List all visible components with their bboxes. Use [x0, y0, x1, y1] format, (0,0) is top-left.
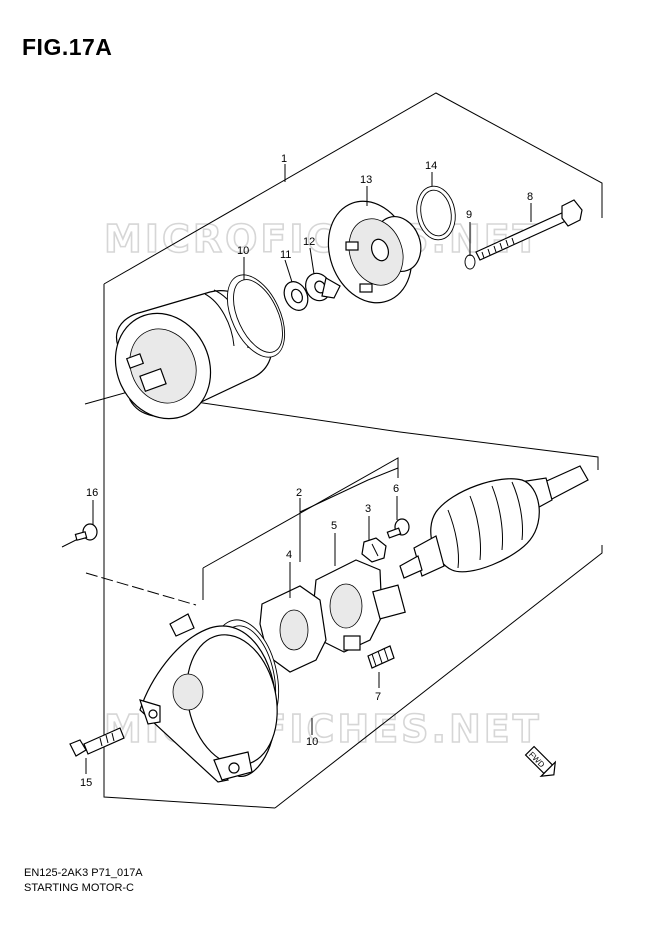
part-screw-terminal — [386, 518, 410, 539]
part-washer — [283, 281, 309, 311]
part-front-cover — [327, 200, 422, 304]
part-screw-small — [74, 523, 98, 541]
part-bolt-mounting — [69, 727, 125, 757]
label-part-9: 9 — [466, 209, 472, 221]
part-terminal-nut — [361, 537, 387, 563]
part-brush-plate — [259, 585, 327, 673]
label-part-14: 14 — [425, 160, 437, 172]
label-part-5: 5 — [331, 520, 337, 532]
diagram-subtitle: STARTING MOTOR-C — [24, 882, 134, 894]
label-part-12: 12 — [303, 236, 315, 248]
part-brush-spring — [367, 645, 395, 669]
label-part-8: 8 — [527, 191, 533, 203]
fwd-badge: FWD — [524, 745, 557, 778]
label-part-1: 1 — [281, 153, 287, 165]
figure-title: FIG.17A — [22, 34, 113, 60]
diagram-code: EN125-2AK3 P71_017A — [24, 867, 143, 879]
label-part-3: 3 — [365, 503, 371, 515]
label-part-6: 6 — [393, 483, 399, 495]
label-part-4: 4 — [286, 549, 292, 561]
label-part-15: 15 — [80, 777, 92, 789]
part-washer-set — [305, 272, 341, 302]
part-rear-housing — [139, 613, 278, 783]
part-through-bolt — [475, 199, 583, 261]
label-part-13: 13 — [360, 174, 372, 186]
part-o-ring-front — [416, 185, 456, 241]
part-brush-holder — [313, 559, 406, 653]
part-clip-ring — [464, 254, 476, 270]
label-part-7: 7 — [375, 691, 381, 703]
label-part-2: 2 — [296, 487, 302, 499]
label-part-11: 11 — [280, 249, 291, 261]
watermark-top: MICROFICHES.NET — [104, 217, 542, 261]
part-o-ring-upper — [226, 274, 286, 358]
label-part-10-lower: 10 — [306, 736, 318, 748]
part-labels: 1 2 3 4 5 6 7 8 9 10 10 11 12 13 14 15 1… — [80, 153, 533, 789]
leader-lines — [85, 164, 532, 774]
part-armature — [399, 465, 589, 579]
label-part-16: 16 — [86, 487, 98, 499]
label-part-10-upper: 10 — [237, 245, 249, 257]
